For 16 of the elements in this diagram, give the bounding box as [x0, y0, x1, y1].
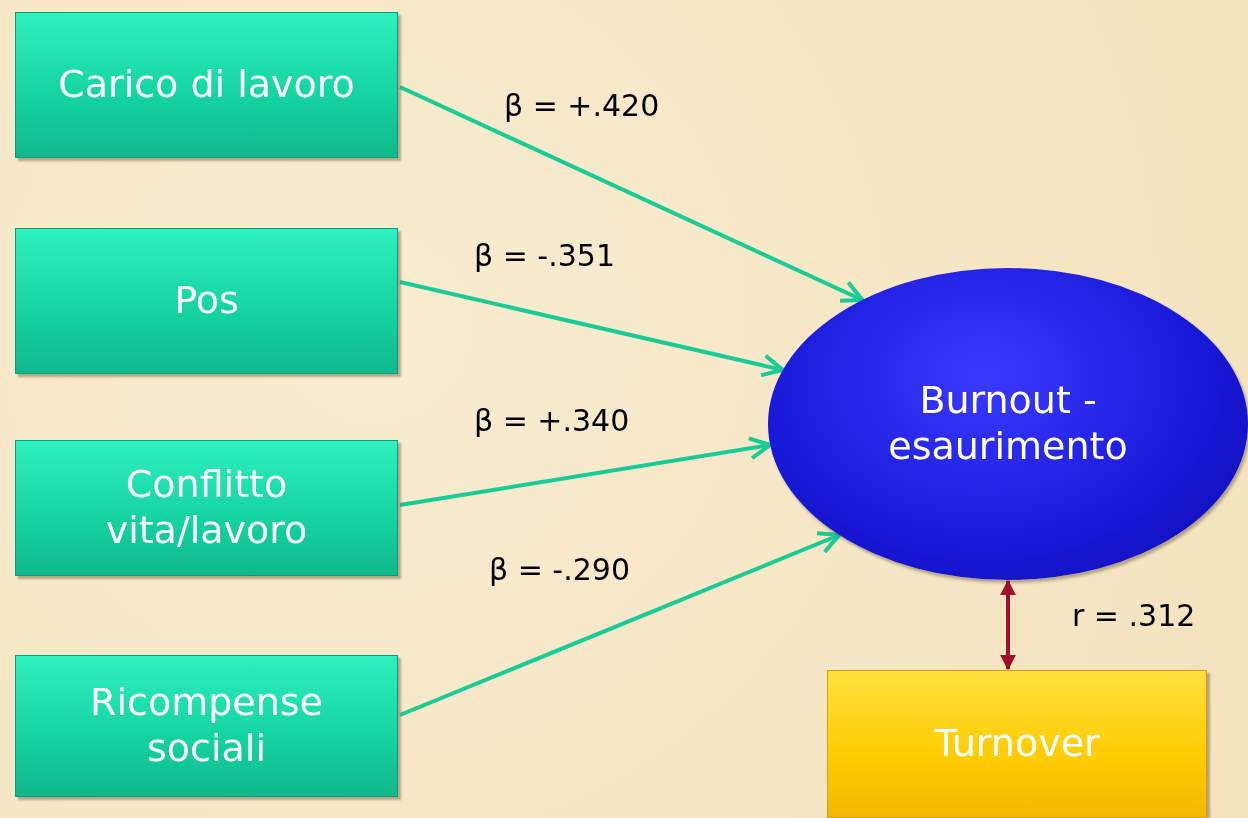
edge-label: β = -.351 — [473, 238, 616, 273]
outcome-box: Turnover — [827, 670, 1207, 818]
edge-label: r = .312 — [1071, 598, 1197, 633]
arrow — [399, 280, 785, 378]
arrow — [399, 436, 773, 507]
factor-box: Conflitto vita/lavoro — [15, 440, 398, 576]
factor-box: Carico di lavoro — [15, 12, 398, 158]
edge-label: β = +.340 — [473, 403, 631, 438]
arrow — [399, 85, 865, 303]
factor-box: Ricompense sociali — [15, 655, 398, 797]
outcome-ellipse: Burnout - esaurimento — [768, 268, 1248, 580]
edge-label: β = -.290 — [488, 552, 631, 587]
factor-box: Pos — [15, 228, 398, 374]
arrow — [1000, 579, 1016, 671]
arrow — [399, 531, 842, 717]
edge-label: β = +.420 — [503, 88, 661, 123]
